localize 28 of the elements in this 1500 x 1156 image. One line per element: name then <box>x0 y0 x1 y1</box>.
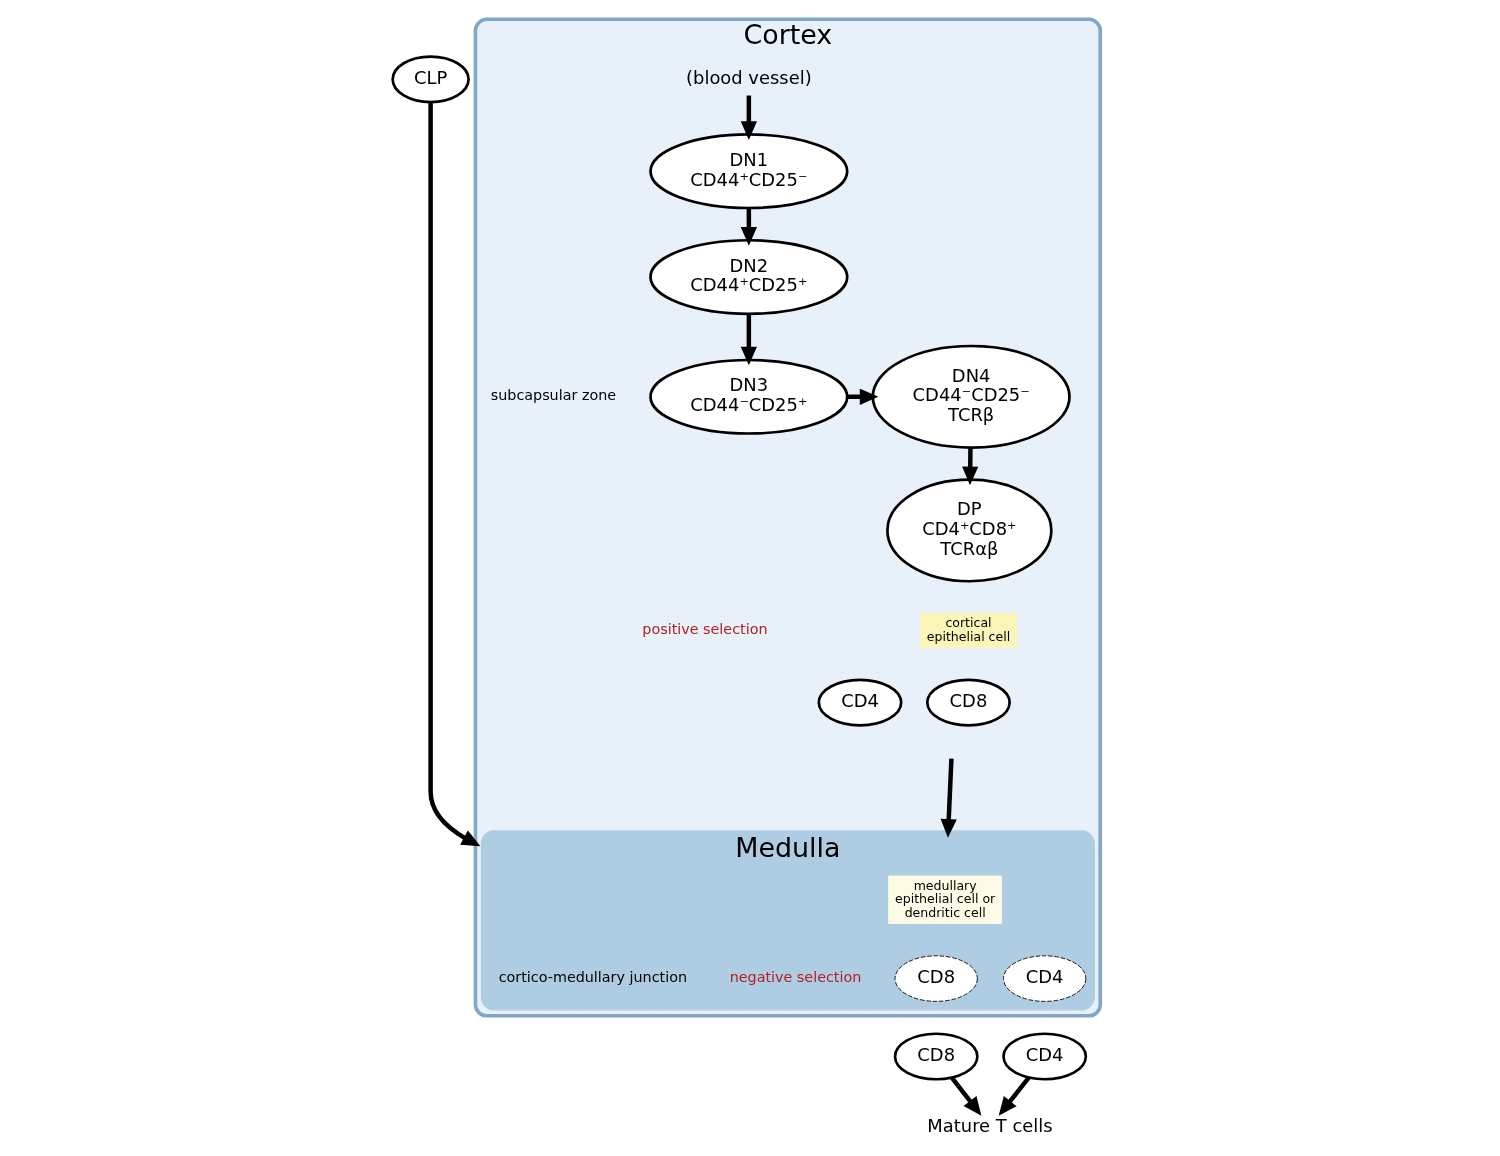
label: positive selection <box>642 620 768 637</box>
node-ellipse: CD4 <box>817 678 903 727</box>
arrow <box>950 1076 982 1116</box>
arrow <box>962 447 979 486</box>
arrow <box>740 95 757 140</box>
node-ellipse: DN2 CD44⁺CD25⁺ <box>649 238 849 316</box>
arrow <box>740 208 757 246</box>
label: subcapsular zone <box>490 387 617 404</box>
node-text: (blood vessel) <box>686 66 812 88</box>
node-ellipse: DN4 CD44⁻CD25⁻ TCRβ <box>871 344 1071 449</box>
node-ellipse: CD8 <box>894 955 978 1002</box>
arrow <box>940 758 957 838</box>
node-text: Mature T cells <box>927 1115 1053 1137</box>
node-ellipse: CD8 <box>893 1032 979 1081</box>
node-ellipse: DN3 CD44⁻CD25⁺ <box>649 358 849 435</box>
node-ellipse: CD4 <box>1003 955 1087 1002</box>
node-ellipse: CD8 <box>925 678 1011 727</box>
node-ellipse: DP CD4⁺CD8⁺ TCRαβ <box>886 478 1053 583</box>
node-box: cortical epithelial cell <box>920 612 1017 648</box>
node-ellipse: DN1 CD44⁺CD25⁻ <box>649 133 849 210</box>
node-ellipse: CLP <box>391 55 470 104</box>
node-ellipse: CD4 <box>1002 1032 1088 1081</box>
label: cortico-medullary junction <box>498 969 688 985</box>
arrow <box>428 102 481 847</box>
arrow <box>740 313 757 366</box>
arrow <box>998 1076 1031 1116</box>
label: negative selection <box>729 969 862 985</box>
node-box: medullary epithelial cell or dendritic cell <box>888 875 1003 924</box>
